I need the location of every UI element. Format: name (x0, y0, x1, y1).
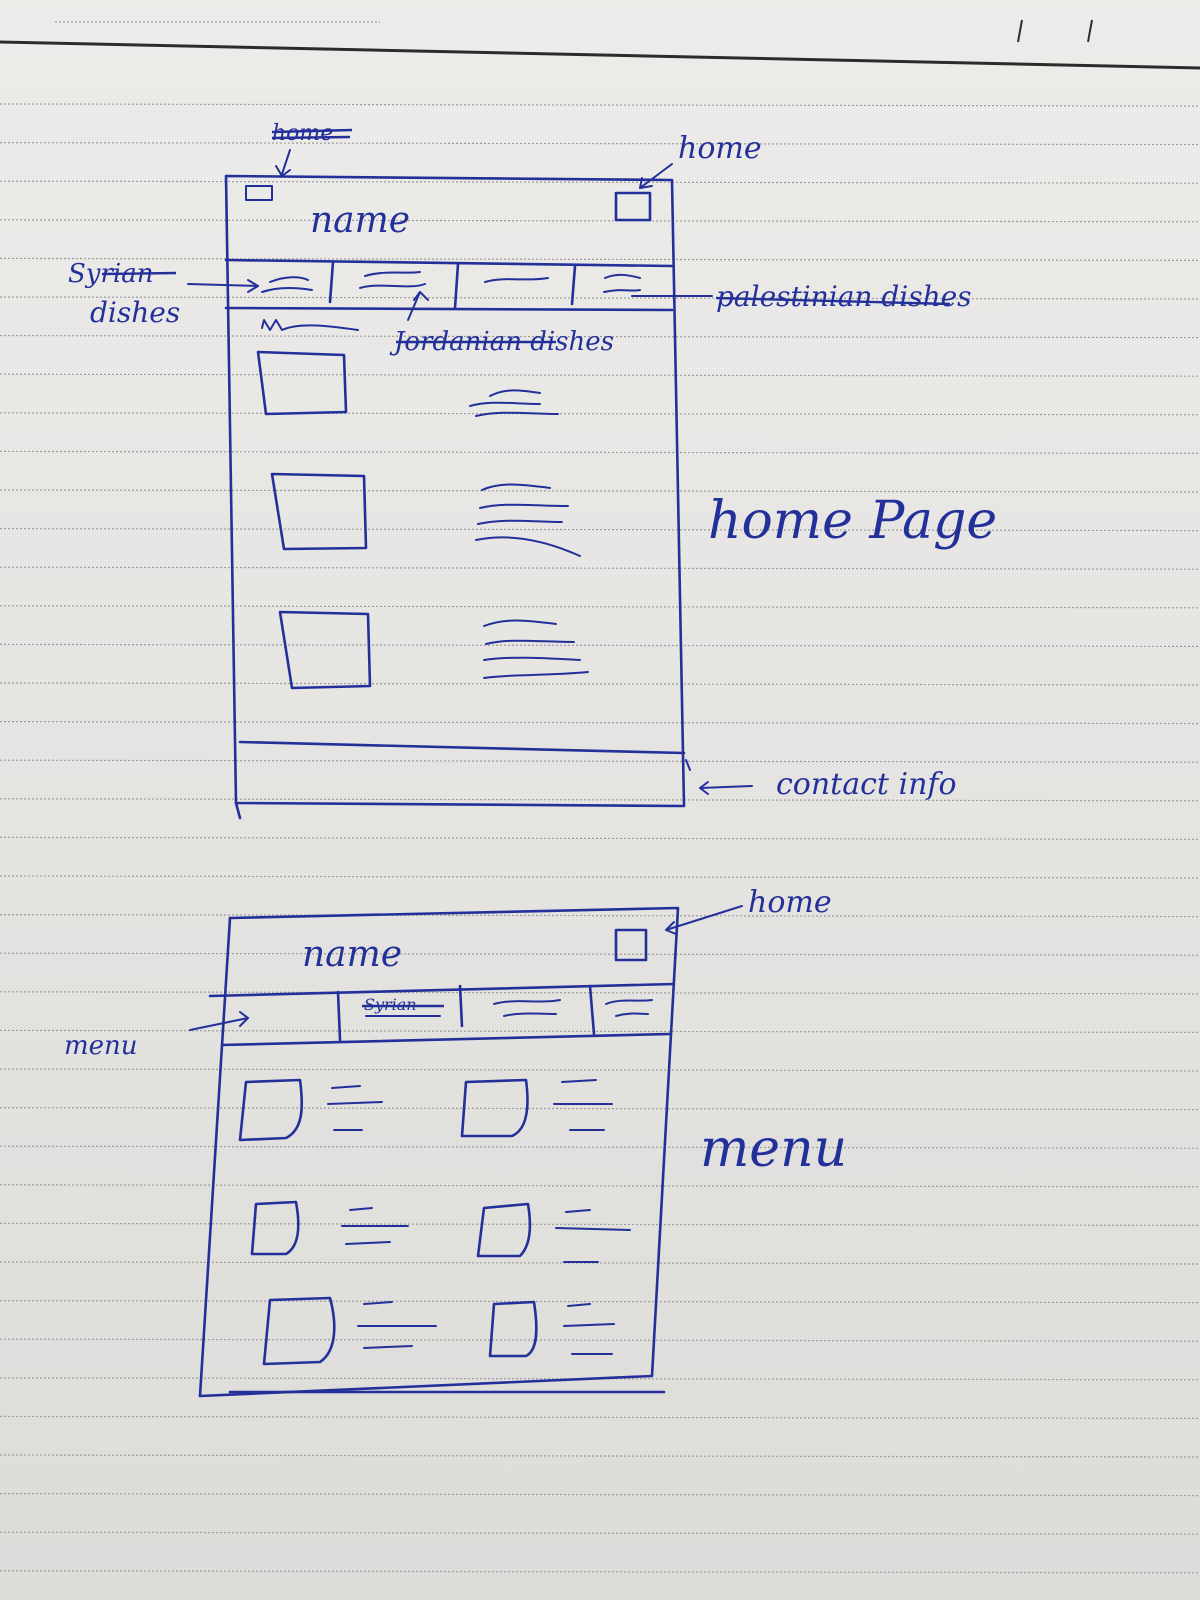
syrian-label-line2: dishes (90, 296, 180, 329)
ruled-line (0, 219, 1200, 223)
menu-item-image-3 (250, 1200, 300, 1256)
home-footer-top-line (238, 740, 686, 755)
menu-annotation-left: menu (64, 1031, 138, 1061)
menu-annotations: home menu menu (64, 885, 847, 1179)
ruled-line (0, 335, 1200, 339)
ruled-line (0, 1261, 1200, 1265)
ruled-line (0, 566, 1200, 570)
ruled-line (0, 682, 1200, 686)
menu-item-image-6 (488, 1300, 538, 1358)
ruled-line (0, 952, 1200, 956)
ruled-line (0, 875, 1200, 879)
ruled-line (0, 412, 1200, 416)
menu-site-name: name (302, 934, 402, 975)
ruled-line (0, 913, 1200, 918)
ruled-line (0, 1299, 1200, 1304)
menu-tab-syrian[interactable]: Syrian (364, 995, 417, 1014)
ruled-line (0, 991, 1200, 995)
home-page-wireframe: name (224, 174, 686, 820)
home-content-list (256, 350, 589, 690)
home-icon[interactable] (614, 191, 652, 222)
palestinian-dishes-label: palestinian dishes (716, 280, 972, 313)
nav-tab-scribbles (261, 271, 641, 293)
ruled-line (0, 296, 1200, 300)
menu-item-image-4 (476, 1202, 532, 1258)
menu-page-wireframe: name Syrian (198, 906, 680, 1398)
dish-image-2 (270, 472, 368, 551)
ruled-line (0, 720, 1200, 725)
home-left-icon (245, 185, 273, 201)
ruled-line (0, 1531, 1200, 1535)
menu-item-text-scribbles (327, 1079, 631, 1355)
ruled-line (0, 527, 1200, 532)
ruled-line (0, 1145, 1200, 1149)
crossed-home-label: home (272, 121, 333, 146)
ruled-lines (0, 21, 1200, 70)
menu-item-image-1 (238, 1078, 304, 1142)
ruled-line (0, 257, 1200, 261)
ruled-line (0, 1454, 1200, 1458)
menu-frame-right (198, 906, 680, 1398)
ruled-line-group (0, 103, 1200, 1574)
ruled-line (0, 643, 1200, 648)
ruled-line (0, 1106, 1200, 1111)
ruled-line (0, 1029, 1200, 1034)
menu-tab-scribbles (493, 999, 653, 1017)
ruled-line (0, 1184, 1200, 1188)
home-annotation-bottom: home (748, 885, 832, 920)
ruled-line (0, 489, 1200, 493)
menu-caption: menu (700, 1119, 847, 1179)
dish-image-3 (278, 610, 372, 690)
menu-grid (238, 1078, 631, 1366)
ruled-line (0, 759, 1200, 763)
ruled-line (0, 142, 1200, 146)
menu-home-icon[interactable] (614, 928, 648, 962)
ruled-line (0, 1222, 1200, 1227)
dish-image-1 (256, 350, 348, 416)
home-site-name: name (310, 200, 410, 241)
menu-item-image-5 (262, 1296, 336, 1366)
ruled-line (0, 836, 1200, 841)
ruled-line (0, 1570, 1200, 1574)
menu-frame-left (198, 916, 232, 1398)
home-page-caption: home Page (708, 491, 997, 551)
ruled-line (0, 1492, 1200, 1497)
dish-text-scribbles (469, 389, 589, 679)
ruled-line (0, 450, 1200, 454)
ruled-line (0, 605, 1200, 609)
ruled-line (0, 798, 1200, 802)
home-annotations: home home Syrian dishes palestinian dish… (68, 121, 997, 802)
menu-item-image-2 (460, 1078, 529, 1138)
contact-info-label: contact info (776, 767, 957, 802)
ruled-line (0, 1068, 1200, 1072)
home-frame (224, 174, 686, 808)
ruled-line (0, 373, 1200, 377)
ruled-line (0, 103, 1200, 107)
ruled-line (0, 1338, 1200, 1342)
ruled-line (0, 1415, 1200, 1420)
ruled-line (0, 180, 1200, 184)
home-annotation-top: home (678, 131, 762, 166)
